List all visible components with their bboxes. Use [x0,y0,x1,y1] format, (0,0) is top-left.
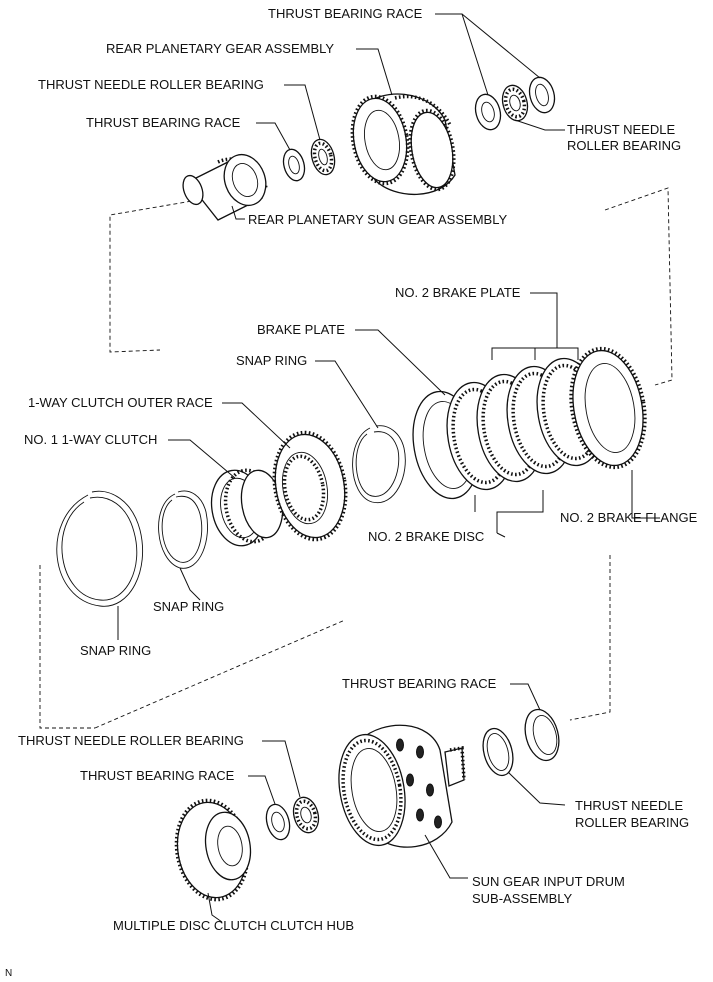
label-thrust-bearing-race-lower-right: THRUST BEARING RACE [342,676,497,691]
multiple-disc-clutch-hub [174,798,252,902]
snap-ring-small [158,490,208,569]
label-thrust-needle-lower-right-line2: ROLLER BEARING [575,815,689,830]
label-thrust-needle-lower-right-line1: THRUST NEEDLE [575,798,683,813]
label-thrust-bearing-race-lower-left: THRUST BEARING RACE [80,768,235,783]
label-thrust-needle-roller-bearing-upper: THRUST NEEDLE ROLLER BEARING [38,77,264,92]
rear-planetary-gear-assembly [350,93,456,196]
thrust-bearing-race-lower-left [265,803,291,841]
thrust-bearing-race-lower-right [524,708,560,762]
label-thrust-bearing-race-top: THRUST BEARING RACE [268,6,423,21]
leader-lines [117,13,660,923]
snap-ring-large [56,490,144,607]
label-one-way-clutch-outer-race: 1-WAY CLUTCH OUTER RACE [28,395,213,410]
thrust-bearing-race-upper-left [282,148,306,182]
thrust-needle-roller-bearing-top-right [501,84,529,122]
assembly-guide-lines [39,187,673,729]
label-thrust-bearing-race-upper-left: THRUST BEARING RACE [86,115,241,130]
thrust-bearing-race-top [474,93,502,131]
label-snap-ring-small: SNAP RING [153,599,224,614]
label-sun-gear-input-drum-line1: SUN GEAR INPUT DRUM [472,874,625,889]
label-no2-brake-plate: NO. 2 BRAKE PLATE [395,285,521,300]
thrust-needle-roller-bearing-lower-right [482,727,514,777]
snap-ring-mid [352,425,406,504]
thrust-needle-roller-bearing-lower-left [292,796,320,834]
no2-brake-flange [569,346,647,470]
no1-one-way-clutch [210,468,284,547]
label-sun-gear-input-drum-line2: SUB-ASSEMBLY [472,891,573,906]
label-rear-planetary-sun-gear-assembly: REAR PLANETARY SUN GEAR ASSEMBLY [248,212,507,227]
label-no1-one-way-clutch: NO. 1 1-WAY CLUTCH [24,432,157,447]
label-no2-brake-disc: NO. 2 BRAKE DISC [368,529,484,544]
label-thrust-needle-top-right-line2: ROLLER BEARING [567,138,681,153]
label-snap-ring-large: SNAP RING [80,643,151,658]
thrust-bearing-race-top-far [528,76,556,114]
part-labels: THRUST BEARING RACE REAR PLANETARY GEAR … [5,6,698,979]
sun-gear-input-drum [338,724,466,848]
label-brake-plate: BRAKE PLATE [257,322,345,337]
label-multiple-disc-clutch-hub: MULTIPLE DISC CLUTCH CLUTCH HUB [113,918,354,933]
one-way-clutch-outer-race [272,430,348,542]
label-snap-ring-mid: SNAP RING [236,353,307,368]
label-thrust-needle-roller-bearing-lower-left: THRUST NEEDLE ROLLER BEARING [18,733,244,748]
thrust-needle-roller-bearing-upper [310,138,336,176]
rear-planetary-sun-gear-assembly [182,153,268,221]
label-rear-planetary-gear-assembly: REAR PLANETARY GEAR ASSEMBLY [106,41,334,56]
corner-mark: N [5,968,12,979]
label-thrust-needle-top-right-line1: THRUST NEEDLE [567,122,675,137]
label-no2-brake-flange: NO. 2 BRAKE FLANGE [560,510,698,525]
